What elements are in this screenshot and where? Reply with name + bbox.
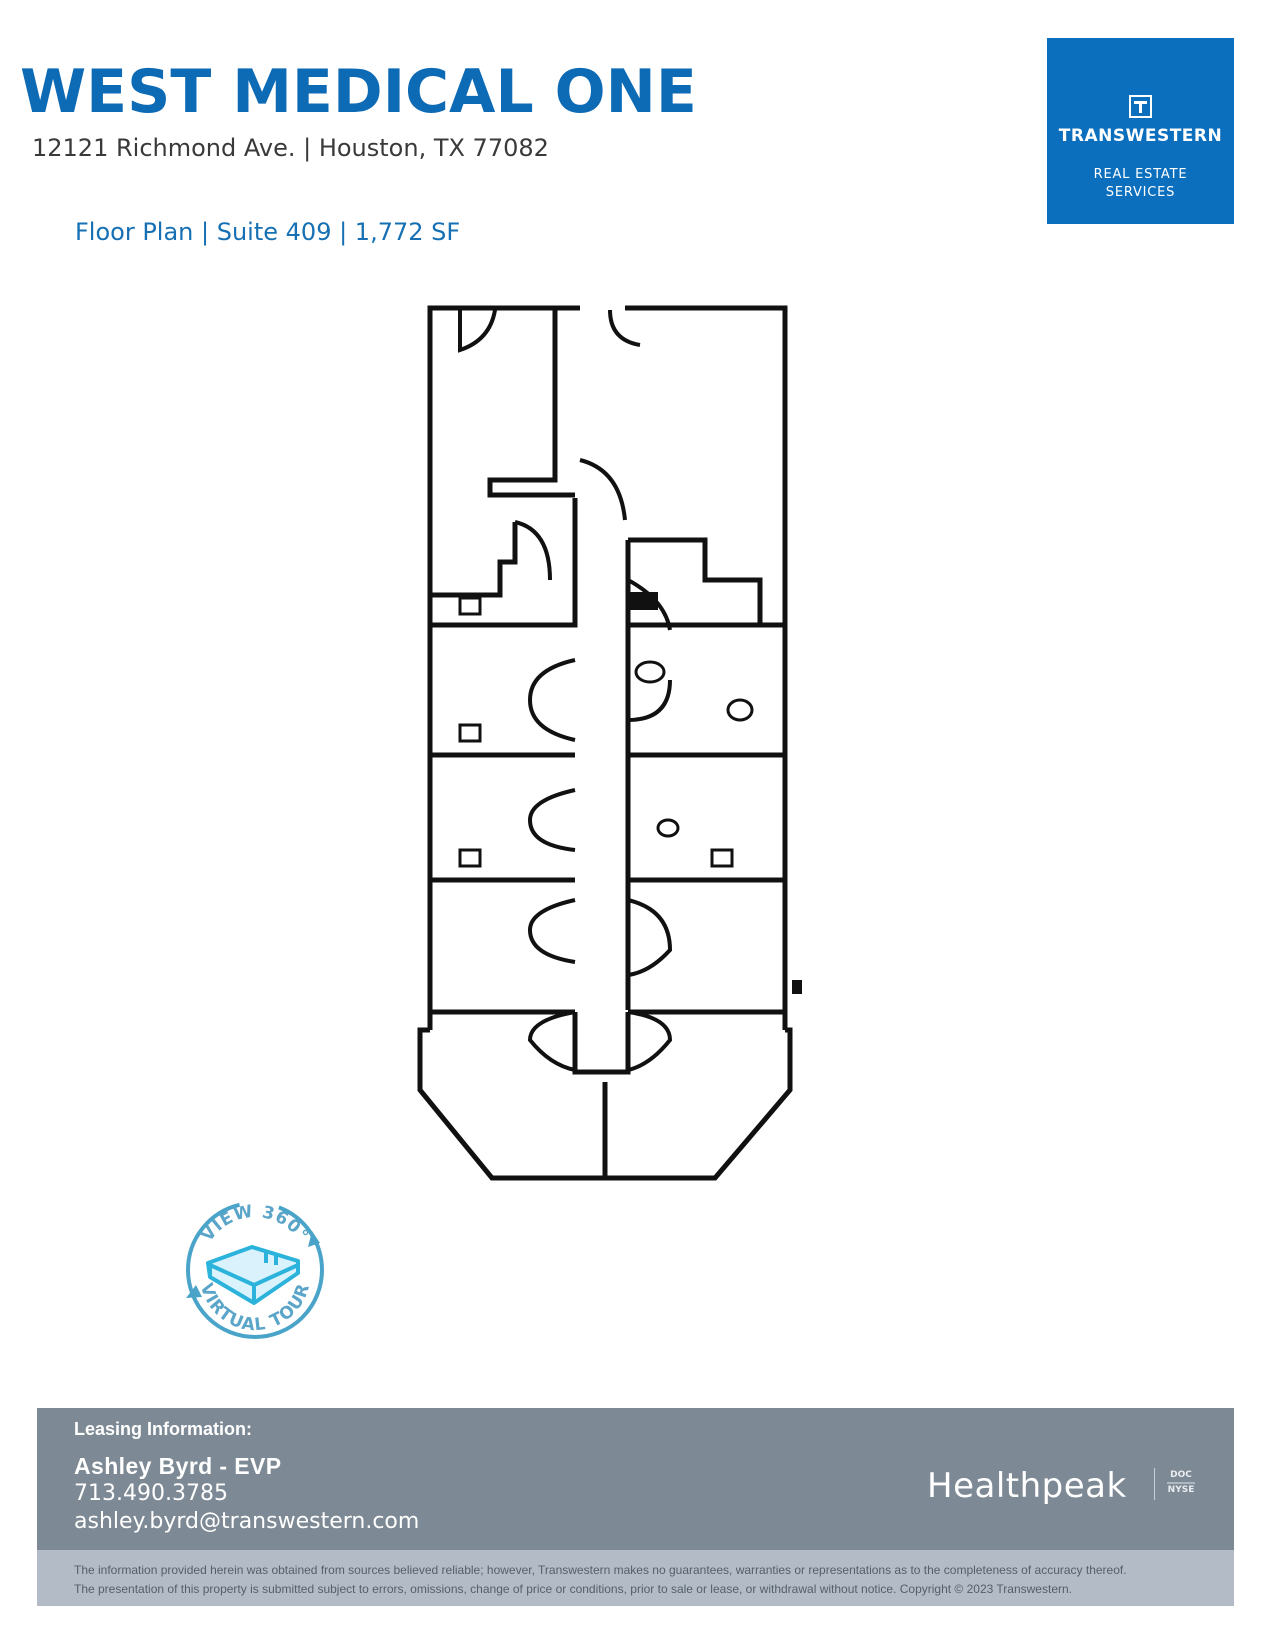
disclaimer-text: The information provided herein was obta… <box>74 1561 1214 1599</box>
page-title: WEST MEDICAL ONE <box>20 57 697 127</box>
floor-plan-subtitle: Floor Plan | Suite 409 | 1,772 SF <box>75 218 461 246</box>
disclaimer-line-2: The presentation of this property is sub… <box>74 1582 1072 1596</box>
logo-tagline: REAL ESTATE SERVICES <box>1093 167 1188 200</box>
disclaimer-panel: The information provided herein was obta… <box>37 1550 1234 1606</box>
leasing-heading: Leasing Information: <box>74 1419 253 1439</box>
logo-divider <box>1154 1468 1155 1500</box>
virtual-tour-360-icon[interactable]: VIEW 360° VIRTUAL TOUR <box>180 1195 330 1345</box>
ticker-symbol: DOC <box>1170 1470 1192 1480</box>
ticker-exchange: NYSE <box>1167 1485 1195 1495</box>
contact-email[interactable]: ashley.byrd@transwestern.com <box>74 1509 420 1534</box>
ticker-stripe <box>1167 1482 1195 1484</box>
leasing-information-panel: Leasing Information: Ashley Byrd - EVP 7… <box>37 1408 1234 1550</box>
transwestern-t-icon <box>1129 95 1152 118</box>
healthpeak-logo: Healthpeak <box>927 1466 1127 1506</box>
floor-plan <box>417 305 802 1181</box>
ticker-badge: DOC NYSE <box>1161 1471 1201 1501</box>
badge-top-text: VIEW 360° <box>198 1201 312 1245</box>
transwestern-logo[interactable]: TRANSWESTERN REAL ESTATE SERVICES <box>1047 38 1234 224</box>
property-address: 12121 Richmond Ave. | Houston, TX 77082 <box>32 134 549 162</box>
logo-name: TRANSWESTERN <box>1058 126 1223 146</box>
contact-phone[interactable]: 713.490.3785 <box>74 1481 228 1506</box>
disclaimer-line-1: The information provided herein was obta… <box>74 1563 1127 1577</box>
svg-text:VIEW 360°: VIEW 360° <box>198 1201 313 1245</box>
contact-name: Ashley Byrd - EVP <box>74 1453 282 1479</box>
